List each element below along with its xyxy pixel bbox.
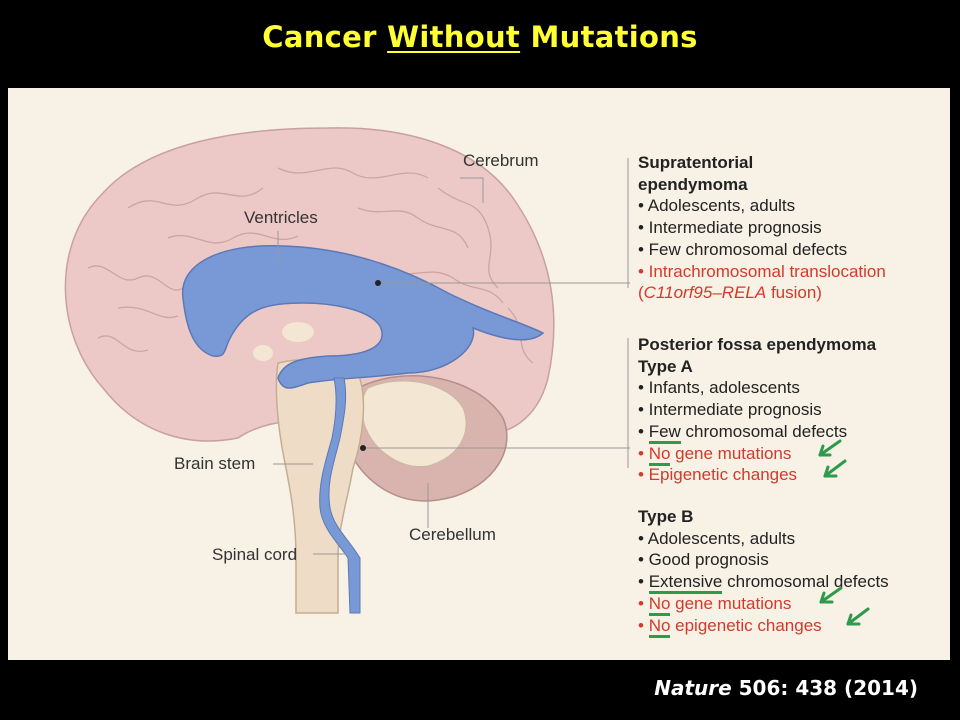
label-brain-stem: Brain stem xyxy=(174,454,256,473)
label-ventricles: Ventricles xyxy=(244,208,318,227)
slide-title: Cancer Without Mutations xyxy=(262,20,698,54)
type-b-extensive-defects: • Extensive chromosomal defects xyxy=(638,571,889,595)
type-a-item: • Infants, adolescents xyxy=(638,378,800,398)
type-b-item: • Good prognosis xyxy=(638,550,769,570)
arrow-no-gene-mutations-a xyxy=(818,439,842,457)
title-underlined-word: Without xyxy=(387,20,521,54)
ventricles-shape xyxy=(181,244,545,389)
supratentorial-translocation: • Intrachromosomal translocation xyxy=(638,261,886,281)
supratentorial-fusion: (C11orf95–RELA fusion) xyxy=(638,283,822,303)
brain-illustration xyxy=(64,127,870,626)
citation: Nature 506: 438 (2014) xyxy=(654,676,918,700)
type-a-no-gene-mutations: • No gene mutations xyxy=(638,443,876,466)
type-a-item: • Intermediate prognosis xyxy=(638,400,822,420)
label-cerebrum: Cerebrum xyxy=(463,151,539,170)
thalamus-hole xyxy=(282,322,314,342)
supratentorial-heading-2: ependymoma xyxy=(638,174,748,194)
cerebral-aqueduct xyxy=(319,377,361,614)
supratentorial-item: • Intermediate prognosis xyxy=(638,218,822,238)
type-b-no-epigenetic-changes: • No epigenetic changes xyxy=(638,615,889,638)
type-b-item: • Adolescents, adults xyxy=(638,528,796,548)
posterior-fossa-marker xyxy=(360,445,366,451)
type-b-heading: Type B xyxy=(638,507,694,526)
arrow-no-gene-mutations-b xyxy=(819,586,843,604)
citation-journal: Nature xyxy=(654,676,732,700)
citation-ref: 506: 438 (2014) xyxy=(731,676,918,700)
type-a-few-defects: • Few chromosomal defects xyxy=(638,421,876,444)
ventricles-marker xyxy=(375,280,381,286)
supratentorial-item: • Few chromosomal defects xyxy=(638,239,848,259)
figure-panel: Cerebrum Ventricles Brain stem Spinal co… xyxy=(8,88,950,660)
supratentorial-heading-1: Supratentorial xyxy=(638,153,754,172)
leader-lines xyxy=(273,158,630,555)
green-arrows xyxy=(818,439,870,626)
type-a-epigenetic-changes: • Epigenetic changes xyxy=(638,465,798,485)
supratentorial-block: Supratentorial ependymoma • Adolescents,… xyxy=(638,152,886,304)
label-spinal-cord: Spinal cord xyxy=(212,545,298,564)
type-b-no-gene-mutations: • No gene mutations xyxy=(638,593,889,616)
posterior-fossa-heading: Posterior fossa ependymoma xyxy=(638,335,877,354)
type-b-block: Type B • Adolescents, adults • Good prog… xyxy=(638,506,889,638)
posterior-fossa-type-a-block: Posterior fossa ependymoma Type A • Infa… xyxy=(638,334,876,486)
arrow-epigenetic-changes xyxy=(823,459,847,478)
cerebellum-white-matter xyxy=(361,380,467,468)
arrow-no-epigenetic-changes xyxy=(846,607,870,626)
supratentorial-item: • Adolescents, adults xyxy=(638,196,796,216)
label-cerebellum: Cerebellum xyxy=(409,525,496,544)
type-a-heading: Type A xyxy=(638,356,693,376)
third-ventricle-hole xyxy=(253,345,273,361)
